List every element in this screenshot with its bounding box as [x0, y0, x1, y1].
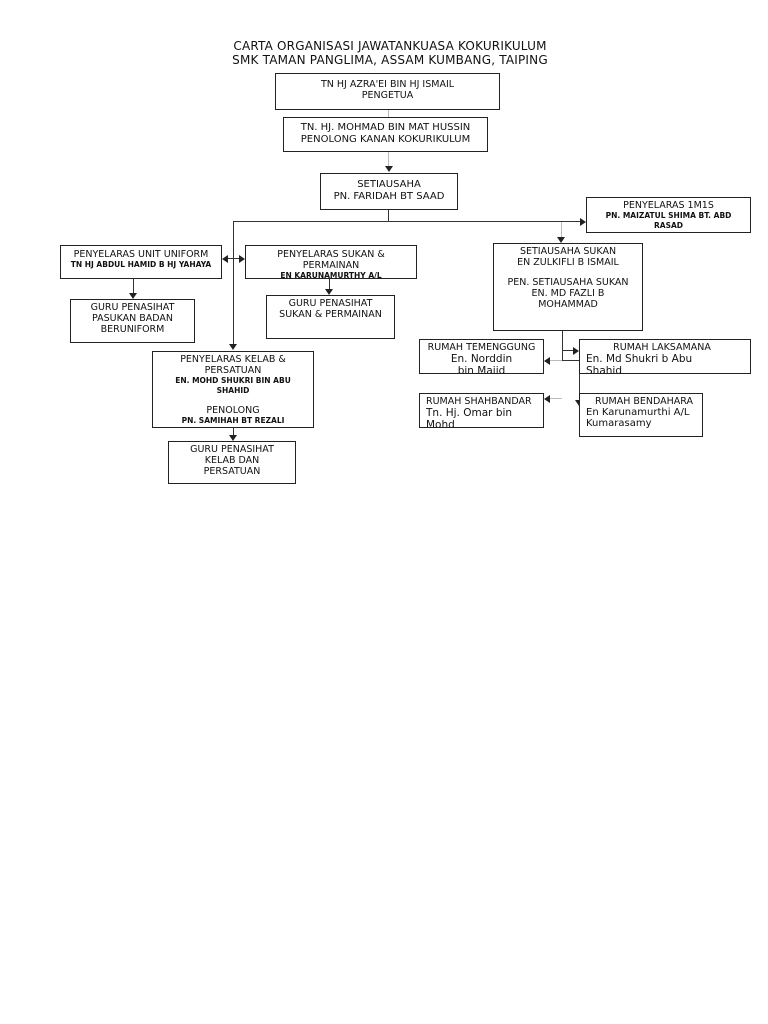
laksamana-house: RUMAH LAKSAMANA [613, 342, 711, 353]
pss-role: PEN. SETIAUSAHA SUKAN [507, 277, 629, 288]
kelab-role: PENYELARAS KELAB & PERSATUAN [180, 354, 286, 376]
shahbandar-name: Tn. Hj. Omar bin Mohd [426, 407, 513, 428]
kelab-penolong-name: PN. SAMIHAH BT REZALI [181, 416, 285, 425]
box-guru-kelab: GURU PENASIHAT KELAB DAN PERSATUAN [168, 441, 296, 484]
arrow-down-icon [385, 166, 393, 172]
box-setiausaha: SETIAUSAHA PN. FARIDAH BT SAAD [320, 173, 458, 210]
connector [550, 360, 562, 361]
connector [329, 279, 330, 290]
pk-role: PENOLONG KANAN KOKURIKULUM [300, 134, 471, 145]
arrow-down-icon [129, 293, 137, 299]
ss-role: SETIAUSAHA SUKAN [519, 246, 617, 257]
box-setiausaha-sukan: SETIAUSAHA SUKAN EN ZULKIFLI B ISMAIL PE… [493, 243, 643, 331]
box-rumah-shahbandar: RUMAH SHAHBANDAR Tn. Hj. Omar bin Mohd [419, 393, 544, 428]
chart-title-line1: CARTA ORGANISASI JAWATANKUASA KOKURIKULU… [233, 39, 547, 53]
connector [224, 258, 242, 259]
kelab-name: EN. MOHD SHUKRI BIN ABU SHAHID [175, 376, 291, 395]
guru-uniform-text: GURU PENASIHAT PASUKAN BADAN BERUNIFORM [90, 302, 175, 335]
arrow-down-icon [229, 344, 237, 350]
connector [388, 110, 389, 117]
connector [579, 360, 580, 400]
sukan-name: EN KARUNAMURTHY A/L [280, 271, 382, 279]
temenggung-house: RUMAH TEMENGGUNG [427, 342, 536, 353]
connector [562, 331, 563, 361]
uniform-role: PENYELARAS UNIT UNIFORM [73, 249, 209, 260]
chart-title-line2: SMK TAMAN PANGLIMA, ASSAM KUMBANG, TAIPI… [232, 53, 548, 67]
connector [133, 279, 134, 294]
setiausaha-role: SETIAUSAHA [357, 179, 421, 190]
box-pk-kokurikulum: TN. HJ. MOHMAD BIN MAT HUSSIN PENOLONG K… [283, 117, 488, 152]
box-penyelaras-uniform: PENYELARAS UNIT UNIFORM TN HJ ABDUL HAMI… [60, 245, 222, 279]
pengetua-role: PENGETUA [361, 90, 414, 101]
box-guru-sukan: GURU PENASIHAT SUKAN & PERMAINAN [266, 295, 395, 339]
arrow-left-icon [222, 255, 228, 263]
setiausaha-name: PN. FARIDAH BT SAAD [333, 191, 445, 202]
sukan-role: PENYELARAS SUKAN & PERMAINAN [277, 249, 385, 271]
guru-kelab-text: GURU PENASIHAT KELAB DAN PERSATUAN [190, 444, 274, 477]
arrow-left-icon [544, 357, 550, 365]
arrow-right-icon [573, 347, 579, 355]
box-guru-uniform: GURU PENASIHAT PASUKAN BADAN BERUNIFORM [70, 299, 195, 343]
box-rumah-temenggung: RUMAH TEMENGGUNG En. Norddin bin Majid [419, 339, 544, 374]
pk-name: TN. HJ. MOHMAD BIN MAT HUSSIN [300, 122, 471, 133]
guru-sukan-text: GURU PENASIHAT SUKAN & PERMAINAN [279, 298, 382, 320]
kelab-penolong-role: PENOLONG [206, 405, 260, 416]
connector [550, 398, 562, 399]
bendahara-name: En Karunamurthi A/L Kumarasamy [586, 407, 690, 429]
box-rumah-laksamana: RUMAH LAKSAMANA En. Md Shukri b Abu Shah… [579, 339, 751, 374]
ss-name: EN ZULKIFLI B ISMAIL [517, 257, 619, 268]
connector [388, 210, 389, 222]
arrow-down-icon [557, 237, 565, 243]
pss-name: EN. MD FAZLI B MOHAMMAD [531, 288, 605, 310]
arrow-down-icon [229, 435, 237, 441]
uniform-name: TN HJ ABDUL HAMID B HJ YAHAYA [70, 260, 212, 269]
bendahara-house: RUMAH BENDAHARA [594, 396, 694, 407]
box-penyelaras-sukan: PENYELARAS SUKAN & PERMAINAN EN KARUNAMU… [245, 245, 417, 279]
pengetua-name: TN HJ AZRA'EI BIN HJ ISMAIL [320, 79, 455, 90]
arrow-left-icon [544, 395, 550, 403]
arrow-right-icon [580, 218, 586, 226]
shahbandar-house: RUMAH SHAHBANDAR [426, 396, 532, 407]
connector [388, 152, 389, 168]
arrow-right-icon [239, 255, 245, 263]
1m1s-name: PN. MAIZATUL SHIMA BT. ABD RASAD [605, 211, 732, 230]
connector [233, 221, 234, 345]
connector [233, 428, 234, 436]
temenggung-name: En. Norddin bin Majid [450, 353, 513, 374]
laksamana-name: En. Md Shukri b Abu Shahid [586, 353, 693, 374]
arrow-down-icon [325, 289, 333, 295]
connector [562, 350, 574, 351]
box-penyelaras-1m1s: PENYELARAS 1M1S PN. MAIZATUL SHIMA BT. A… [586, 197, 751, 233]
1m1s-role: PENYELARAS 1M1S [623, 200, 714, 211]
connector [233, 221, 580, 222]
connector [562, 360, 580, 361]
connector [561, 222, 562, 238]
box-rumah-bendahara: RUMAH BENDAHARA En Karunamurthi A/L Kuma… [579, 393, 703, 437]
box-pengetua: TN HJ AZRA'EI BIN HJ ISMAIL PENGETUA [275, 73, 500, 110]
box-penyelaras-kelab: PENYELARAS KELAB & PERSATUAN EN. MOHD SH… [152, 351, 314, 428]
